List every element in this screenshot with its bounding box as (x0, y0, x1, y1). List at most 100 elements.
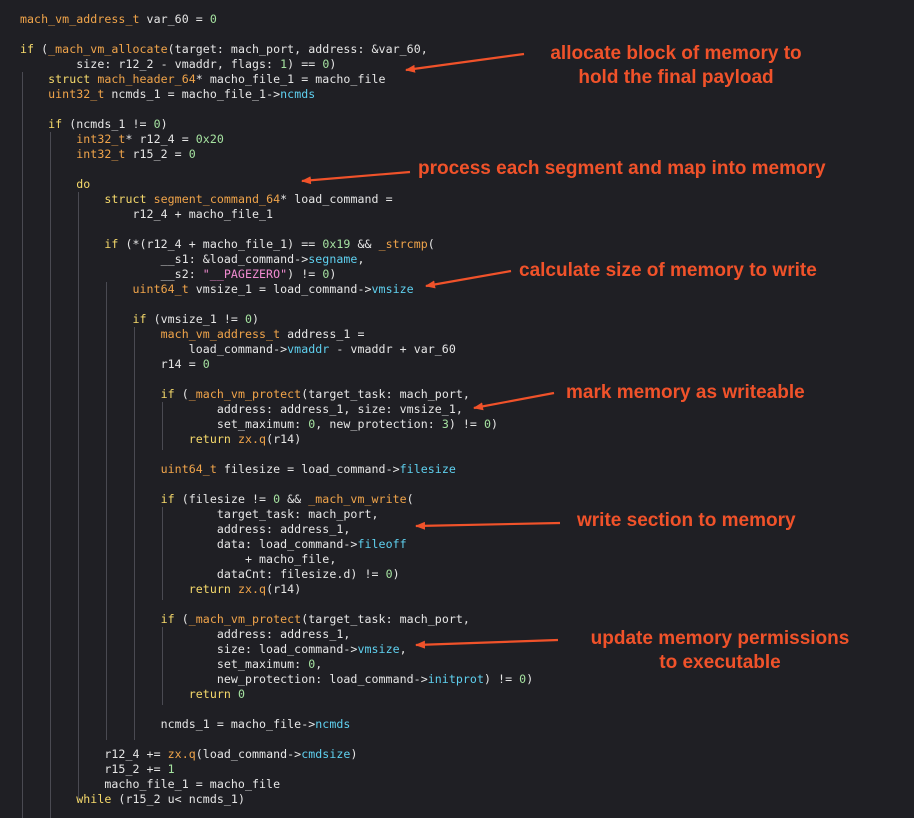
code-token: zx.q (237, 582, 267, 596)
code-token: ( (34, 42, 49, 56)
code-line: __s1: &load_command->segname, (20, 252, 365, 267)
code-token: _strcmp (378, 237, 428, 251)
code-token: 0 (209, 12, 217, 26)
code-token: ) (526, 672, 534, 686)
code-line: load_command->vmaddr - vmaddr + var_60 (20, 342, 456, 357)
code-line: return 0 (20, 687, 245, 702)
code-token: struct (48, 72, 91, 86)
code-token: (r14) (266, 582, 302, 596)
code-token: (ncmds_1 != (62, 117, 154, 131)
code-token: address: address_1, size: vmsize_1, (20, 402, 463, 416)
code-token: * load_command = (280, 192, 393, 206)
code-line: mach_vm_address_t var_60 = 0 (20, 12, 217, 27)
code-token: ) (350, 747, 358, 761)
code-line: set_maximum: 0, (20, 657, 322, 672)
code-line: if (_mach_vm_allocate(target: mach_port,… (20, 42, 428, 57)
code-token: ) != (484, 672, 520, 686)
annotation-line: hold the final payload (578, 67, 774, 88)
code-line: if (filesize != 0 && _mach_vm_write( (20, 492, 414, 507)
code-line: set_maximum: 0, new_protection: 3) != 0) (20, 417, 498, 432)
code-token: return (188, 582, 231, 596)
code-token: ) (491, 417, 499, 431)
code-token: size: load_command-> (20, 642, 358, 656)
code-token: 0 (484, 417, 492, 431)
code-token: (vmsize_1 != (146, 312, 245, 326)
code-token: (filesize != (174, 492, 274, 506)
code-token: 1 (280, 57, 288, 71)
code-token: _mach_vm_write (308, 492, 407, 506)
code-token: 0 (308, 657, 316, 671)
code-token: segname (308, 252, 358, 266)
code-token: 0 (153, 117, 161, 131)
code-line: return zx.q(r14) (20, 432, 301, 447)
code-token: return (188, 687, 231, 701)
code-token: set_maximum: (20, 657, 309, 671)
code-token: ( (427, 237, 435, 251)
indent-guide (106, 282, 107, 740)
code-token: size: r12_2 - vmaddr, flags: (20, 57, 281, 71)
code-token: (r15_2 u< ncmds_1) (111, 792, 245, 806)
code-token: (load_command-> (195, 747, 302, 761)
code-token: r14 = (20, 357, 203, 371)
code-token: (target_task: mach_port, (301, 612, 470, 626)
code-token: , new_protection: (315, 417, 442, 431)
code-token: zx.q (237, 432, 267, 446)
code-token: while (76, 792, 112, 806)
code-token: + macho_file, (20, 552, 337, 566)
code-line: dataCnt: filesize.d) != 0) (20, 567, 400, 582)
code-token: cmdsize (301, 747, 351, 761)
code-token: int32_t (76, 132, 126, 146)
code-token: ) == (287, 57, 323, 71)
code-token: vmsize (357, 642, 400, 656)
code-token (20, 492, 161, 506)
annotation-update-perms: update memory permissions to executable (574, 627, 866, 675)
code-token: do (76, 177, 91, 191)
code-token: macho_file_1 = macho_file (20, 777, 281, 791)
annotation-line: update memory permissions (590, 628, 850, 649)
indent-guide (162, 627, 163, 705)
annotation-allocate: allocate block of memory to hold the fin… (520, 42, 832, 90)
code-line: address: address_1, (20, 522, 351, 537)
code-token: int32_t (76, 147, 126, 161)
code-line: ncmds_1 = macho_file->ncmds (20, 717, 351, 732)
code-token: r12_4 + macho_file_1 (20, 207, 274, 221)
code-line: data: load_command->fileoff (20, 537, 407, 552)
code-token: ncmds (315, 717, 351, 731)
code-token: 0x20 (195, 132, 224, 146)
code-token: (r14) (266, 432, 302, 446)
code-line: uint64_t filesize = load_command->filesi… (20, 462, 456, 477)
annotation-line: allocate block of memory to (550, 43, 802, 64)
code-token (147, 192, 154, 206)
code-token: ( (174, 387, 189, 401)
code-token: if (132, 312, 147, 326)
code-token: address: address_1, (20, 627, 351, 641)
indent-guide (78, 192, 79, 800)
code-line: r15_2 += 1 (20, 762, 175, 777)
annotation-line: to executable (659, 652, 781, 673)
code-line: r14 = 0 (20, 357, 210, 372)
code-token: uint32_t (48, 87, 105, 101)
code-token: segment_command_64 (153, 192, 281, 206)
code-line: r12_4 + macho_file_1 (20, 207, 273, 222)
code-line: int32_t* r12_4 = 0x20 (20, 132, 224, 147)
code-line: uint64_t vmsize_1 = load_command->vmsize (20, 282, 414, 297)
code-token (20, 147, 76, 161)
code-token: 0x19 (322, 237, 351, 251)
code-token: r15_2 += (20, 762, 168, 776)
code-token (20, 132, 76, 146)
code-line: address: address_1, size: vmsize_1, (20, 402, 463, 417)
code-line: return zx.q(r14) (20, 582, 301, 597)
indent-guide (22, 72, 23, 818)
code-line: if (ncmds_1 != 0) (20, 117, 168, 132)
code-token (20, 87, 48, 101)
code-token: ncmds (280, 87, 316, 101)
code-token (20, 462, 161, 476)
code-token: 1 (167, 762, 175, 776)
code-line: if (*(r12_4 + macho_file_1) == 0x19 && _… (20, 237, 435, 252)
code-line: __s2: "__PAGEZERO") != 0) (20, 267, 337, 282)
code-token: 0 (244, 312, 252, 326)
code-token: , (315, 657, 323, 671)
code-token: "__PAGEZERO" (202, 267, 288, 281)
code-token: r15_2 = (125, 147, 189, 161)
